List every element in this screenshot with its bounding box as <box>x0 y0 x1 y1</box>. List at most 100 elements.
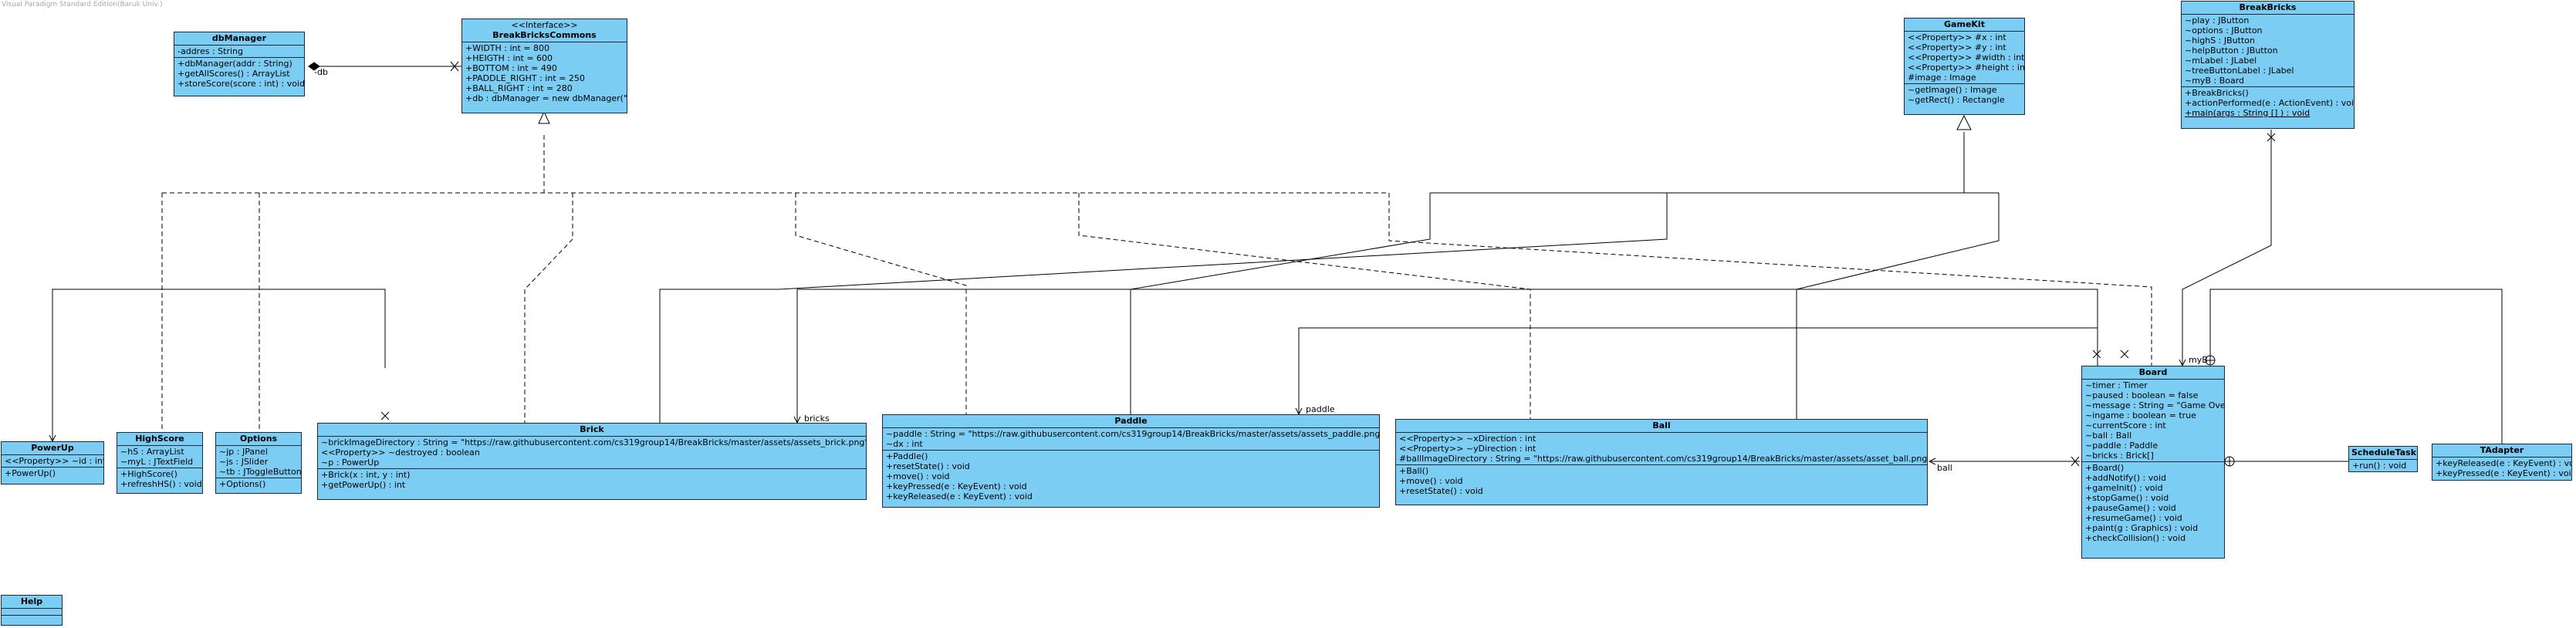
attribute: ~myL : JTextField <box>120 457 194 467</box>
operation: +PowerUp() <box>5 468 56 478</box>
attribute: ~mLabel : JLabel <box>2185 56 2257 66</box>
operation: +keyReleased(e : KeyEvent) : void <box>2436 458 2572 468</box>
attribute: +db : dbManager = new dbManager("") <box>465 93 627 103</box>
operations-section: +BreakBricks() +actionPerformed(e : Acti… <box>2182 87 2354 119</box>
assoc-label-bricks: bricks <box>804 414 830 424</box>
operation: +dbManager(addr : String) <box>177 59 292 69</box>
attribute: ~message : String = "Game Over" <box>2085 400 2225 410</box>
class-breakbricks[interactable]: BreakBricks ~play : JButton ~options : J… <box>2181 1 2355 129</box>
attribute: ~jp : JPanel <box>219 447 268 457</box>
attribute: <<Property>> ~xDirection : int <box>1399 434 1536 444</box>
operation: +getAllScores() : ArrayList <box>177 69 290 79</box>
class-name: TAdapter <box>2480 445 2524 455</box>
attribute: +BOTTOM : int = 490 <box>465 63 557 73</box>
class-name: dbManager <box>211 33 267 43</box>
operation: +BreakBricks() <box>2185 88 2249 98</box>
generalization-triangle <box>1956 114 1972 130</box>
assoc-board-bricks <box>797 289 2098 423</box>
class-name: HighScore <box>135 434 184 444</box>
attribute: ~options : JButton <box>2185 25 2263 35</box>
attributes-section: ~play : JButton ~options : JButton ~high… <box>2182 15 2354 87</box>
class-options[interactable]: Options ~jp : JPanel ~js : JSlider ~tb :… <box>215 432 302 494</box>
attribute: <<Property>> #y : int <box>1908 42 2006 52</box>
class-tadapter[interactable]: TAdapter +keyReleased(e : KeyEvent) : vo… <box>2432 444 2572 481</box>
operation: +checkCollision() : void <box>2085 533 2186 543</box>
class-paddle[interactable]: Paddle ~paddle : String = "https://raw.g… <box>882 414 1380 508</box>
class-name: Paddle <box>1114 416 1148 426</box>
operation: +keyReleased(e : KeyEvent) : void <box>886 491 1033 501</box>
class-scheduletask[interactable]: ScheduleTask +run() : void <box>2348 446 2418 472</box>
realization-brick <box>524 193 573 423</box>
class-name: Help <box>20 596 43 606</box>
class-name: BreakBricks <box>2239 2 2297 12</box>
operation: +storeScore(score : int) : void <box>177 79 305 89</box>
class-name: Brick <box>580 424 604 434</box>
attribute: ~myB : Board <box>2185 76 2245 86</box>
operation: +stopGame() : void <box>2085 493 2169 503</box>
operation: +getPowerUp() : int <box>321 480 406 490</box>
operations-section: +PowerUp() <box>2 468 103 479</box>
attributes-section: -addres : String <box>174 46 304 58</box>
generalization-edges <box>659 132 2000 423</box>
assoc-brick-powerup <box>52 289 386 441</box>
operations-section: +Options() <box>216 478 301 490</box>
class-dbmanager[interactable]: dbManager -addres : String +dbManager(ad… <box>174 32 305 96</box>
operation: ~getRect() : Rectangle <box>1908 95 2005 105</box>
operation: +move() : void <box>886 471 950 481</box>
attribute: <<Property>> #width : int <box>1908 52 2025 62</box>
assoc-board-paddle <box>1299 327 2098 414</box>
attribute: +HEIGTH : int = 600 <box>465 53 553 63</box>
attribute: ~play : JButton <box>2185 15 2250 25</box>
class-board[interactable]: Board ~timer : Timer ~paused : boolean =… <box>2081 366 2225 559</box>
operation: +run() : void <box>2352 461 2407 471</box>
class-breakbrickscommons[interactable]: <<Interface>> BreakBricksCommons +WIDTH … <box>461 19 627 113</box>
attribute: <<Property>> ~yDirection : int <box>1399 444 1536 454</box>
assoc-label-db: -db <box>314 67 328 77</box>
realization-ball <box>1078 193 1531 419</box>
attribute: <<Property>> ~destroyed : boolean <box>321 447 480 457</box>
attribute: #image : Image <box>1908 73 1976 83</box>
operation: +move() : void <box>1399 476 1463 486</box>
class-help[interactable]: Help <box>1 595 63 626</box>
watermark-text: Visual Paradigm Standard Edition(Baruk U… <box>2 1 163 8</box>
attribute: +BALL_RIGHT : int = 280 <box>465 83 573 93</box>
operations-section: +Paddle() +resetState() : void +move() :… <box>883 451 1379 502</box>
class-ball[interactable]: Ball <<Property>> ~xDirection : int <<Pr… <box>1395 419 1928 505</box>
attribute: ~ingame : boolean = true <box>2085 410 2196 420</box>
attribute: #ballImageDirectory : String = "https://… <box>1399 454 1928 464</box>
operation: +pauseGame() : void <box>2085 503 2176 513</box>
assoc-label-myb: myB <box>2189 355 2208 365</box>
operations-section: +run() : void <box>2349 460 2417 471</box>
attribute: <<Property>> #x : int <box>1908 32 2006 42</box>
gen-paddle <box>1130 193 1431 419</box>
operations-section: +Ball() +move() : void +resetState() : v… <box>1396 465 1927 497</box>
operation: ~getImage() : Image <box>1908 85 1997 95</box>
operation: +refreshHS() : void <box>120 479 202 489</box>
attributes-section: ~timer : Timer ~paused : boolean = false… <box>2082 380 2224 462</box>
attributes-section: <<Property>> #x : int <<Property>> #y : … <box>1905 32 2024 84</box>
operations-section: +dbManager(addr : String) +getAllScores(… <box>174 58 304 89</box>
operations-section: ~getImage() : Image ~getRect() : Rectang… <box>1905 84 2024 106</box>
operations-section: +keyReleased(e : KeyEvent) : void +keyPr… <box>2432 457 2571 479</box>
class-highscore[interactable]: HighScore ~hS : ArrayList ~myL : JTextFi… <box>117 432 203 494</box>
attribute: +WIDTH : int = 800 <box>465 43 550 53</box>
operations-section: +Board() +addNotify() : void +gameInit()… <box>2082 462 2224 544</box>
class-stereotype: <<Interface>> <box>511 20 578 30</box>
attribute: ~brickImageDirectory : String = "https:/… <box>321 437 867 447</box>
attributes-section <box>2 609 62 616</box>
operation: +Ball() <box>1399 466 1429 476</box>
attribute: ~tb : JToggleButton <box>219 467 302 477</box>
class-powerup[interactable]: PowerUp <<Property>> ~id : int +PowerUp(… <box>1 441 104 485</box>
operation: +Options() <box>219 479 266 489</box>
class-name: Ball <box>1652 420 1671 430</box>
attributes-section: <<Property>> ~xDirection : int <<Propert… <box>1396 433 1927 465</box>
operation: +addNotify() : void <box>2085 473 2166 483</box>
attribute: ~ball : Ball <box>2085 430 2132 441</box>
class-gamekit[interactable]: GameKit <<Property>> #x : int <<Property… <box>1904 18 2025 115</box>
class-name: GameKit <box>1944 19 1985 29</box>
class-name: BreakBricksCommons <box>492 30 597 40</box>
operations-section <box>2 616 62 622</box>
class-brick[interactable]: Brick ~brickImageDirectory : String = "h… <box>317 423 867 500</box>
operation: +keyPressed(e : KeyEvent) : void <box>886 481 1027 491</box>
